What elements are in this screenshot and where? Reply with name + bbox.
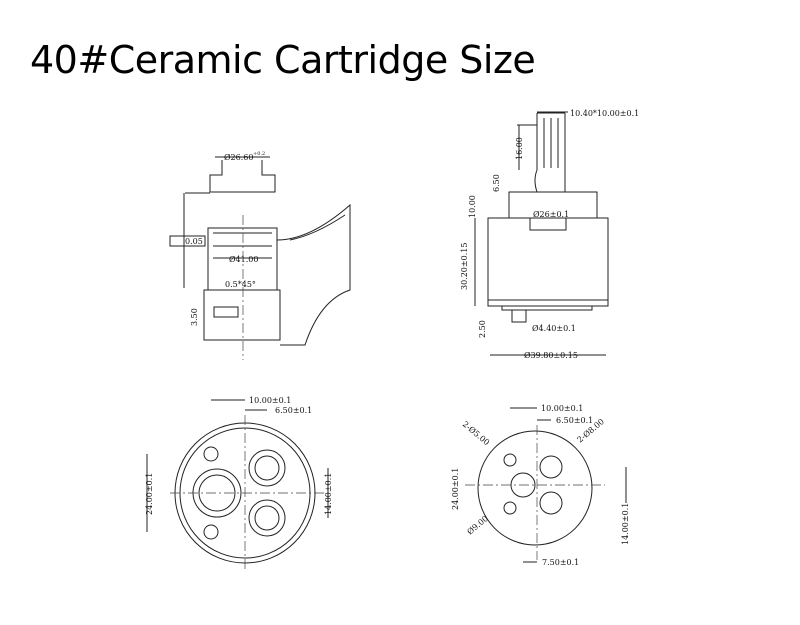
step-height-label: 3.50	[190, 308, 199, 326]
chamfer-label: 0.5*45°	[225, 280, 256, 289]
body-height-label: 30.20±0.15	[460, 243, 469, 290]
stem-size-label: 10.40*10.00±0.1	[570, 109, 639, 118]
pin-diameter-label: Ø4.40±0.1	[532, 324, 576, 333]
threaded-cap	[209, 160, 276, 193]
center-hole-label: Ø9.00	[466, 514, 490, 537]
body-diameter-label: Ø41.00	[229, 255, 258, 264]
stem-height-label: 16.00	[515, 137, 524, 160]
side-view-left: Ø26.60 +0.2 0.05 Ø41.00 0.5*45° 3.50	[169, 151, 351, 360]
span-left-label: 24.00±0.1	[451, 468, 460, 510]
wing	[276, 203, 351, 346]
base-height-label: 2.50	[478, 320, 487, 338]
collar-height-label: 10.00	[468, 195, 477, 218]
top-tolerance-label: +0.2	[253, 151, 265, 157]
top-diameter-label: Ø26.60	[224, 153, 253, 162]
collar-diameter-label: Ø26±0.1	[533, 210, 569, 219]
span-right-label: 14.00±0.1	[621, 503, 630, 545]
neck-height-label: 6.50	[492, 174, 501, 192]
span-left-label: 24.00±0.1	[145, 473, 154, 515]
span-right-label: 14.00±0.1	[324, 473, 333, 515]
bottom-view-left: 10.00±0.1 6.50±0.1 24.00±0.1 14.00±0.1	[145, 396, 333, 570]
side-view-right: 10.40*10.00±0.1 16.00 6.50 10.00 Ø26±0.1…	[460, 109, 639, 360]
offset-a-label: 10.00±0.1	[249, 396, 291, 405]
page-title: 40#Ceramic Cartridge Size	[30, 38, 536, 82]
offset-b-label: 6.50±0.1	[556, 416, 593, 425]
stem	[536, 112, 566, 192]
offset-a-label: 10.00±0.1	[541, 404, 583, 413]
body-diameter-label: Ø39.80±0.15	[524, 351, 578, 360]
flatness-label: 0.05	[185, 237, 203, 246]
offset-c-label: 7.50±0.1	[542, 558, 579, 567]
bottom-view-right: 10.00±0.1 6.50±0.1 2-Ø5.00 2-Ø8.00 24.00…	[451, 404, 630, 567]
offset-b-label: 6.50±0.1	[275, 406, 312, 415]
small-holes-label: 2-Ø5.00	[461, 420, 491, 448]
